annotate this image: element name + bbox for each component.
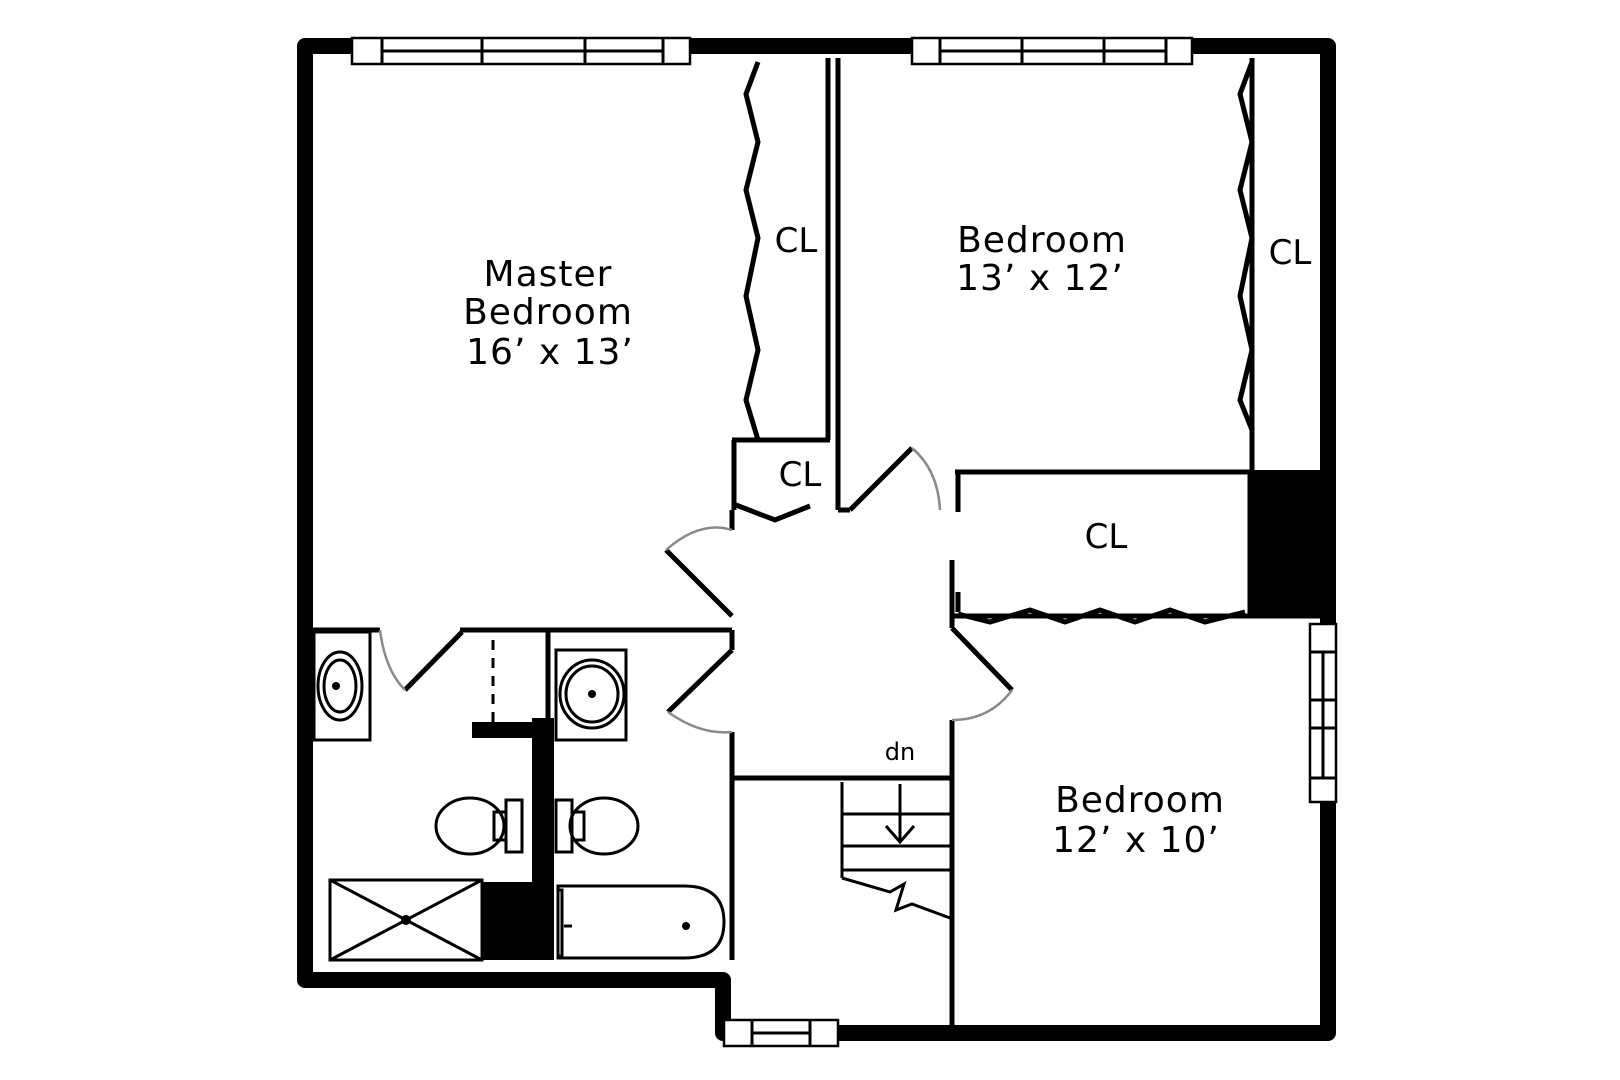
master-bedroom-size: 16’ x 13’ [466, 332, 634, 373]
master-bedroom-name-line2: Bedroom [463, 292, 633, 333]
bedroom2-name: Bedroom [957, 220, 1127, 261]
door-swings [378, 447, 1014, 734]
bedroom3-size: 12’ x 10’ [1052, 820, 1220, 861]
closet-bifold-doors [743, 61, 1255, 625]
bedroom3-name: Bedroom [1055, 780, 1225, 821]
hall-closet-small-label: CL [779, 455, 822, 495]
stairs-direction-label: dn [885, 738, 915, 766]
bedroom2-closet-label: CL [1269, 233, 1312, 273]
windows [350, 36, 1338, 1048]
master-closet-label: CL [775, 221, 818, 261]
stairs [840, 782, 951, 920]
bathroom-fixtures [312, 630, 726, 962]
master-bedroom-name-line1: Master [484, 254, 613, 295]
hall-closet-large-label: CL [1085, 517, 1128, 557]
bedroom2-size: 13’ x 12’ [956, 258, 1124, 299]
labels: Master Bedroom 16’ x 13’ Bedroom 13’ x 1… [463, 220, 1311, 861]
window-hall-bottom [722, 1018, 840, 1048]
exterior-walls [297, 38, 1336, 1041]
window-bedroom3-side [1308, 622, 1338, 804]
interior-walls [312, 58, 1322, 1030]
window-bedroom2-top [910, 36, 1194, 66]
window-master-top [350, 36, 692, 66]
